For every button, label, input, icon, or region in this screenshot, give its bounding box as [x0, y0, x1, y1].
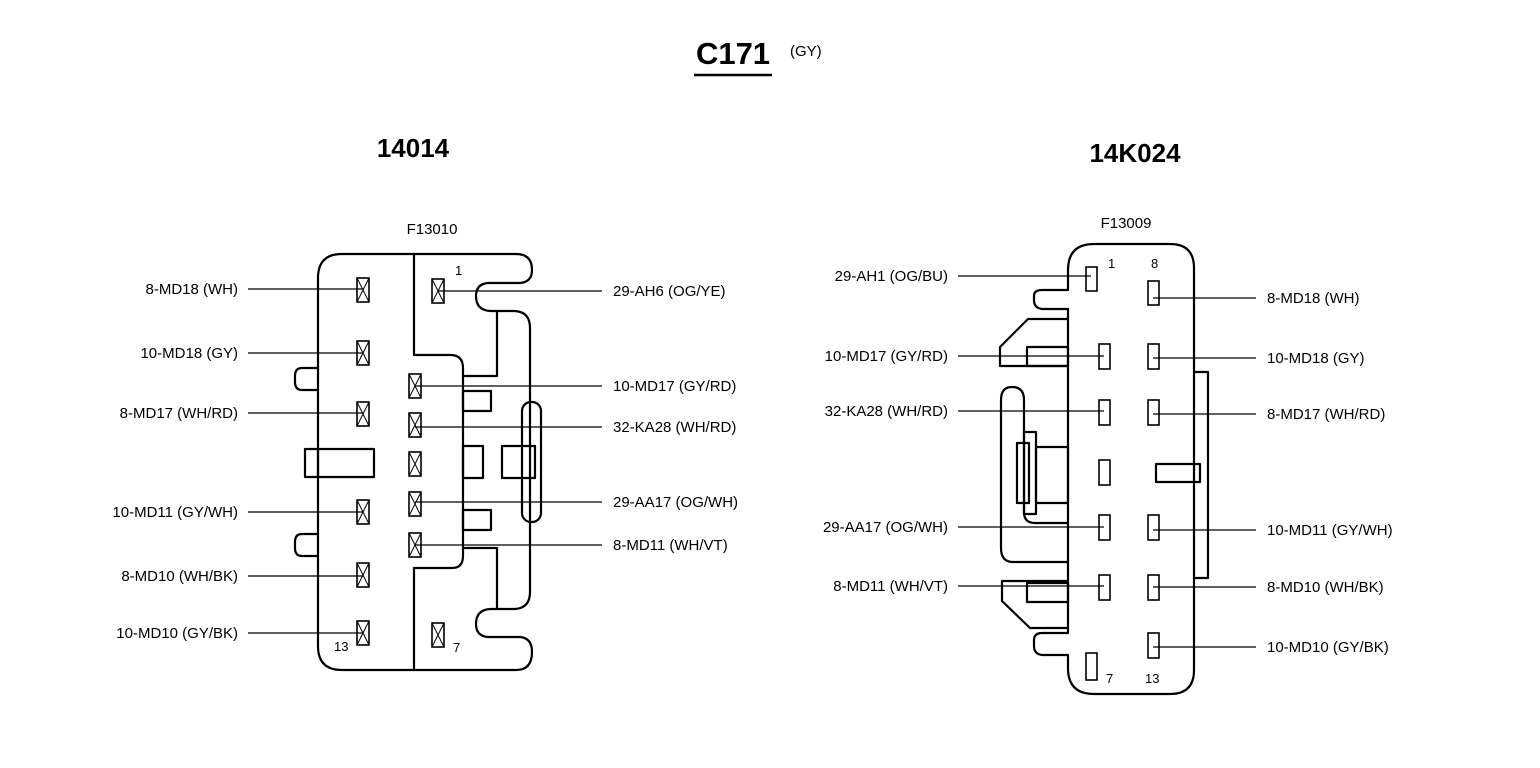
pin — [1147, 514, 1160, 541]
wire-label: 8-MD11 (WH/VT) — [833, 578, 948, 595]
wire-label: 10-MD17 (GY/RD) — [613, 378, 736, 395]
pin — [1098, 399, 1111, 426]
left-connector: 14014 F13010 — [112, 133, 738, 672]
pin — [408, 491, 422, 517]
right-pin-number-13: 13 — [1145, 671, 1159, 686]
connector-id: C171 — [696, 36, 770, 71]
wire-label: 8-MD11 (WH/VT) — [613, 537, 728, 554]
right-upper-lock — [998, 317, 1068, 368]
pin — [1147, 280, 1160, 306]
wire-label: 32-KA28 (WH/RD) — [613, 419, 736, 436]
left-part-number: 14014 — [377, 133, 450, 163]
right-pin-number-1: 1 — [1108, 256, 1115, 271]
pin — [356, 401, 370, 427]
left-pin-number-1: 1 — [455, 263, 462, 278]
wire-label: 8-MD18 (WH) — [1267, 290, 1360, 307]
pin — [408, 451, 422, 477]
wire-label: 29-AA17 (OG/WH) — [613, 494, 738, 511]
right-latch-arm — [999, 385, 1068, 564]
wire-label: 32-KA28 (WH/RD) — [825, 403, 948, 420]
wire-label: 8-MD18 (WH) — [146, 281, 239, 298]
right-housing — [1032, 242, 1196, 696]
wire-label: 8-MD10 (WH/BK) — [1267, 579, 1384, 596]
wire-label: 10-MD11 (GY/WH) — [112, 504, 238, 521]
wire-label: 10-MD17 (GY/RD) — [825, 348, 948, 365]
left-upper-channel — [463, 311, 499, 378]
right-figure-id: F13009 — [1101, 215, 1152, 232]
pin — [356, 277, 370, 303]
right-pin-number-7: 7 — [1106, 671, 1113, 686]
pin — [1085, 652, 1098, 681]
pin — [408, 412, 422, 438]
right-lower-lock — [1000, 579, 1068, 630]
pin — [356, 562, 370, 588]
right-side-rib — [1194, 370, 1210, 580]
left-pin-number-7: 7 — [453, 640, 460, 655]
left-side-key — [500, 444, 537, 480]
left-pins — [356, 277, 445, 648]
wire-label: 10-MD18 (GY) — [140, 345, 238, 362]
pin — [1147, 632, 1160, 659]
right-pins — [1085, 266, 1160, 681]
left-key — [303, 447, 376, 479]
connector-color: (GY) — [790, 43, 822, 60]
left-pin-number-13: 13 — [334, 639, 348, 654]
right-latch-block — [1034, 445, 1070, 505]
pin — [1147, 343, 1160, 370]
left-tab-upper — [293, 366, 318, 392]
left-lower-channel — [463, 546, 499, 609]
left-latch-lower — [461, 508, 493, 532]
wire-label: 10-MD11 (GY/WH) — [1267, 522, 1393, 539]
wire-label: 10-MD10 (GY/BK) — [116, 625, 238, 642]
left-latch-upper — [461, 389, 493, 413]
pin — [1085, 266, 1098, 292]
wire-label: 8-MD10 (WH/BK) — [121, 568, 238, 585]
right-connector: 14K024 F13009 — [823, 138, 1393, 696]
left-tab-lower — [293, 532, 318, 558]
right-pin-number-8: 8 — [1151, 256, 1158, 271]
wire-label: 8-MD17 (WH/RD) — [120, 405, 238, 422]
pin — [1098, 574, 1111, 601]
pin — [1147, 399, 1160, 426]
right-side-key — [1154, 462, 1202, 484]
wire-label: 8-MD17 (WH/RD) — [1267, 406, 1385, 423]
wire-label: 10-MD10 (GY/BK) — [1267, 639, 1389, 656]
pin — [431, 622, 445, 648]
wire-label: 29-AA17 (OG/WH) — [823, 519, 948, 536]
right-lower-lock-slot — [1025, 581, 1070, 604]
pin — [1098, 459, 1111, 486]
wire-label: 29-AH6 (OG/YE) — [613, 283, 726, 300]
left-pocket-key — [461, 444, 485, 480]
left-figure-id: F13010 — [407, 221, 458, 238]
wire-label: 29-AH1 (OG/BU) — [835, 268, 948, 285]
wire-label: 10-MD18 (GY) — [1267, 350, 1365, 367]
left-housing — [316, 252, 534, 672]
left-side-rib — [520, 400, 543, 524]
right-part-number: 14K024 — [1089, 138, 1181, 168]
